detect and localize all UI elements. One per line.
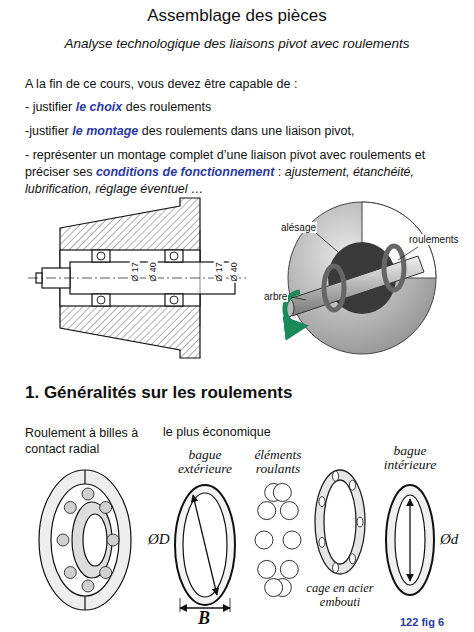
objective-line: A la fin de ce cours, vous devez être ca… (25, 76, 455, 93)
ball (255, 531, 273, 549)
cage-pocket (333, 471, 339, 481)
part-name: cage en acier embouti (290, 581, 390, 609)
cage-pocket (349, 554, 355, 564)
bearing-type: Roulement à billes à contact radial (25, 425, 150, 457)
dimension: B (198, 611, 210, 625)
ball (82, 488, 94, 500)
ball (100, 567, 112, 579)
cage-pocket (357, 517, 363, 527)
part-name: bague intérieure (370, 444, 450, 472)
objective-text: A la fin de ce cours, vous devez être ca… (25, 77, 297, 91)
objective-line: - représenter un montage complet d’une l… (25, 147, 445, 198)
cage-pocket (349, 480, 355, 490)
part-name: éléments roulants (240, 448, 316, 476)
cage-pocket (319, 537, 325, 547)
dimension: ØD (148, 532, 170, 546)
ball (273, 483, 291, 501)
ball (258, 502, 276, 520)
dimension: Ø 17 (130, 261, 140, 283)
inner-ring (386, 485, 434, 595)
part-name: arbre (263, 291, 288, 302)
ball (265, 579, 283, 597)
dimension: Ø 40 (229, 261, 239, 283)
section-drawing (28, 198, 246, 358)
dimension: Ø 17 (214, 261, 224, 283)
ball (107, 534, 119, 546)
ball (64, 501, 76, 513)
ball (258, 560, 276, 578)
ball (64, 567, 76, 579)
ball (283, 531, 301, 549)
key-term: le choix (76, 100, 123, 114)
objective-text: des roulements (126, 100, 211, 114)
objective-text: - justifier (25, 100, 72, 114)
note: le plus économique (163, 425, 271, 439)
objective-line: -justifier le montage des roulements dan… (25, 123, 455, 140)
part-name: alésage (280, 222, 317, 233)
ball (280, 502, 298, 520)
key-term: conditions de fonctionnement (96, 165, 274, 179)
objective-text: -justifier (25, 124, 69, 138)
cage (315, 470, 365, 574)
dimension: Ø 40 (148, 261, 158, 283)
part-name: bague extérieure (165, 448, 245, 476)
section-heading: 1. Généralités sur les roulements (25, 383, 292, 403)
rolling-elements (255, 483, 301, 596)
objective-text: : (278, 165, 281, 179)
page-title: Assemblage des pièces (147, 6, 327, 26)
part-name: roulements (408, 234, 459, 245)
objective-text: des roulements dans une liaison pivot, (142, 124, 355, 138)
subtitle: Analyse technologique des liaisons pivot… (64, 36, 409, 51)
cage-pocket (333, 563, 339, 573)
outer-ring (175, 485, 235, 612)
dimension: Ød (440, 532, 458, 546)
objective-line: - justifier le choix des roulements (25, 99, 455, 116)
cage-pocket (319, 497, 325, 507)
ball-bearing-3d (39, 470, 131, 610)
ball (280, 560, 298, 578)
reference: 122 fig 6 (400, 616, 444, 628)
ball (82, 580, 94, 592)
ball (57, 534, 69, 546)
key-term: le montage (72, 124, 138, 138)
ball (100, 501, 112, 513)
